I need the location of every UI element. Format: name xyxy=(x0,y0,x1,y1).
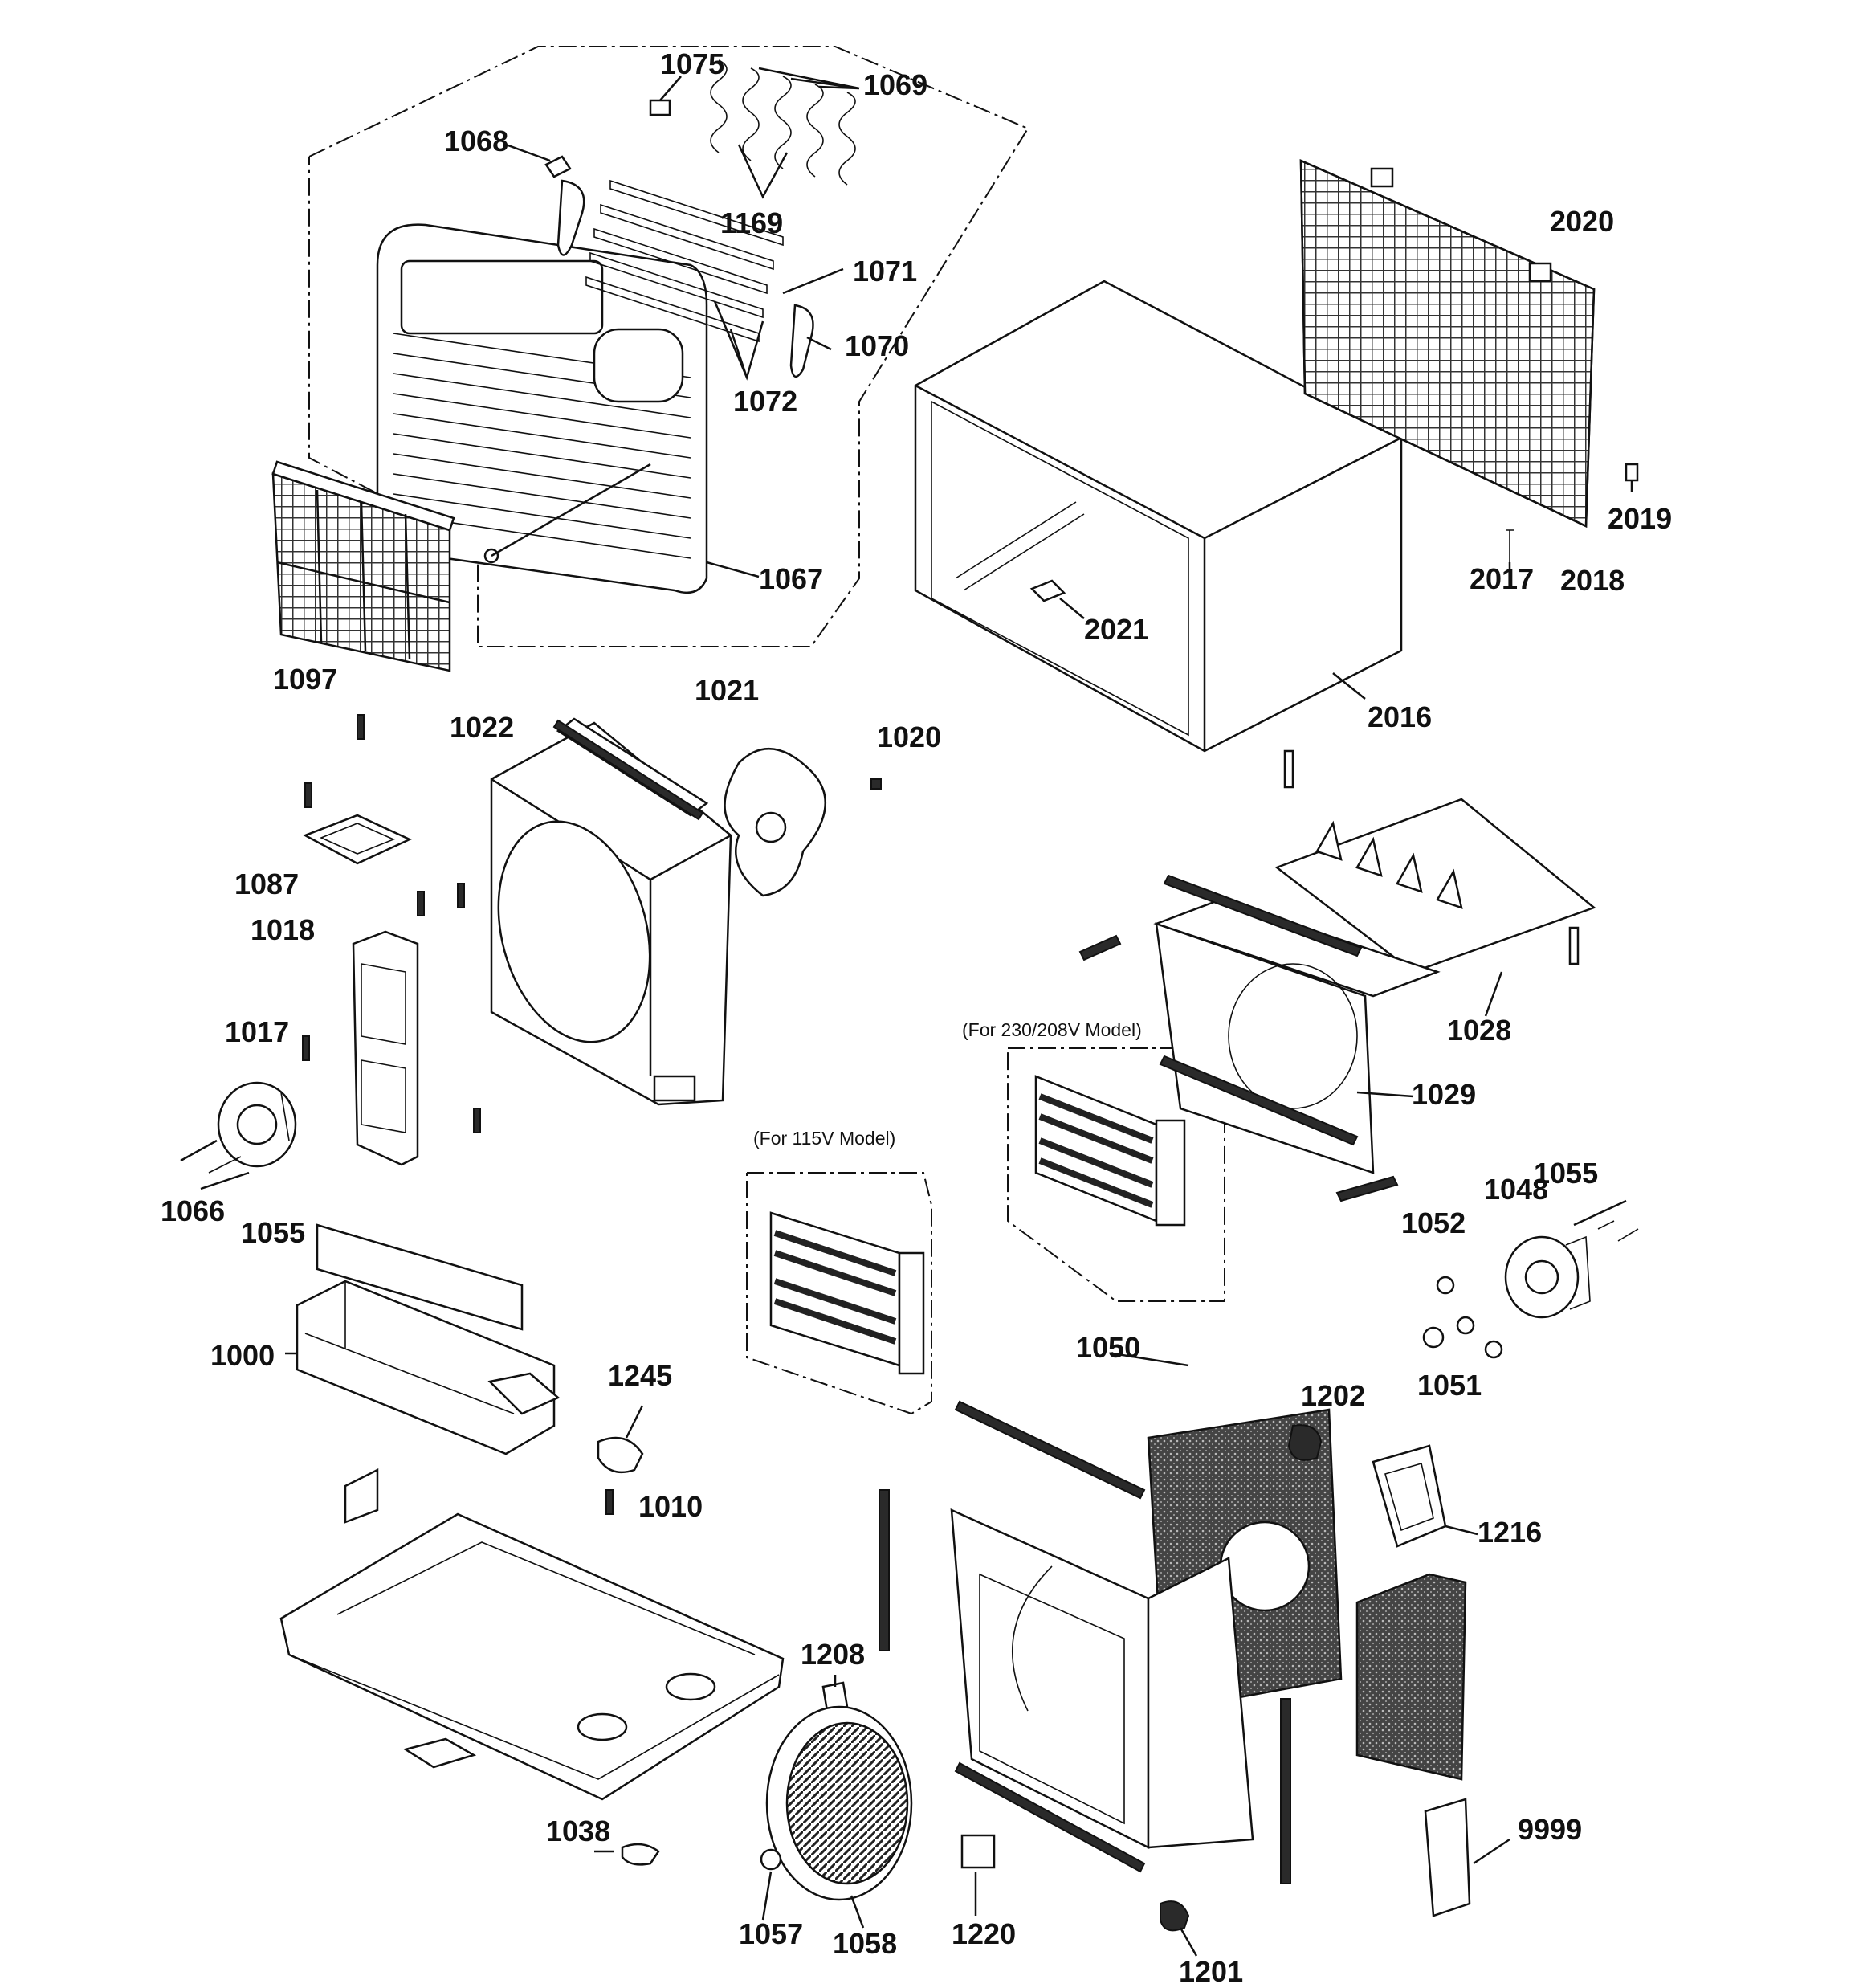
label-1169: 1169 xyxy=(720,206,783,239)
condenser-fan-blade xyxy=(724,747,882,897)
label-1010: 1010 xyxy=(638,1490,703,1523)
leader-lines xyxy=(285,971,1627,1957)
blower-wheel xyxy=(760,1705,913,1901)
label-1245: 1245 xyxy=(608,1359,672,1392)
label-1087: 1087 xyxy=(234,867,299,900)
owner-manual xyxy=(1424,1798,1471,1917)
insulation-panels xyxy=(1147,1408,1467,1781)
label-1097: 1097 xyxy=(273,663,337,696)
label-2017: 2017 xyxy=(1470,562,1534,595)
label-1029: 1029 xyxy=(1412,1078,1476,1111)
label-1071: 1071 xyxy=(853,255,917,288)
fan-motor-right xyxy=(1422,1220,1639,1359)
label-1066: 1066 xyxy=(161,1194,225,1227)
front-grille-assembly xyxy=(308,46,1029,647)
label-1075: 1075 xyxy=(660,47,724,80)
coil-bracket xyxy=(1274,749,1596,974)
fan-shroud xyxy=(490,717,732,1106)
label-1052: 1052 xyxy=(1401,1206,1466,1239)
label-1208: 1208 xyxy=(801,1638,865,1671)
evaporator-housing xyxy=(1078,874,1441,1202)
label-9999: 9999 xyxy=(1518,1813,1582,1846)
label-1055-right: 1055 xyxy=(1534,1157,1598,1190)
label-1051: 1051 xyxy=(1417,1369,1482,1402)
note-230v-model: (For 230/208V Model) xyxy=(962,1019,1142,1040)
control-box-and-cover xyxy=(296,1223,644,1474)
heater-230v xyxy=(1007,1047,1225,1302)
label-1022: 1022 xyxy=(450,711,514,744)
label-1220: 1220 xyxy=(952,1917,1016,1950)
motor-mount-brackets xyxy=(302,714,481,1166)
label-1068: 1068 xyxy=(444,125,508,157)
blower-housing xyxy=(821,1400,1291,1932)
label-1020: 1020 xyxy=(877,720,941,753)
label-1055-left: 1055 xyxy=(241,1216,305,1249)
fan-motor-left xyxy=(180,1081,297,1190)
label-1000: 1000 xyxy=(210,1339,275,1372)
label-1018: 1018 xyxy=(251,913,315,946)
label-2020: 2020 xyxy=(1550,205,1614,238)
label-2021: 2021 xyxy=(1084,613,1148,646)
label-1038: 1038 xyxy=(546,1815,610,1847)
note-115v-model: (For 115V Model) xyxy=(753,1128,895,1149)
label-1028: 1028 xyxy=(1447,1014,1511,1047)
base-pan xyxy=(279,1468,785,1866)
label-1017: 1017 xyxy=(225,1015,289,1048)
label-1201: 1201 xyxy=(1179,1955,1243,1988)
rear-grille xyxy=(1299,159,1639,572)
label-1057: 1057 xyxy=(739,1917,803,1950)
front-filter xyxy=(271,460,455,672)
heater-115v xyxy=(746,1172,932,1415)
label-1202: 1202 xyxy=(1301,1379,1365,1412)
label-2018: 2018 xyxy=(1560,564,1625,597)
label-1069: 1069 xyxy=(863,68,927,101)
label-2019: 2019 xyxy=(1608,502,1672,535)
label-1021: 1021 xyxy=(695,674,759,707)
label-1050: 1050 xyxy=(1076,1331,1140,1364)
label-1216: 1216 xyxy=(1478,1516,1542,1549)
label-2016: 2016 xyxy=(1368,700,1432,733)
label-1072: 1072 xyxy=(733,385,797,418)
outer-cabinet xyxy=(914,280,1403,753)
label-1067: 1067 xyxy=(759,562,823,595)
label-1058: 1058 xyxy=(833,1927,897,1960)
part-labels: 1075 1069 1068 1169 1071 1070 1072 1067 … xyxy=(161,47,1672,1988)
label-1048: 1048 xyxy=(1484,1173,1548,1206)
label-1070: 1070 xyxy=(845,329,909,362)
